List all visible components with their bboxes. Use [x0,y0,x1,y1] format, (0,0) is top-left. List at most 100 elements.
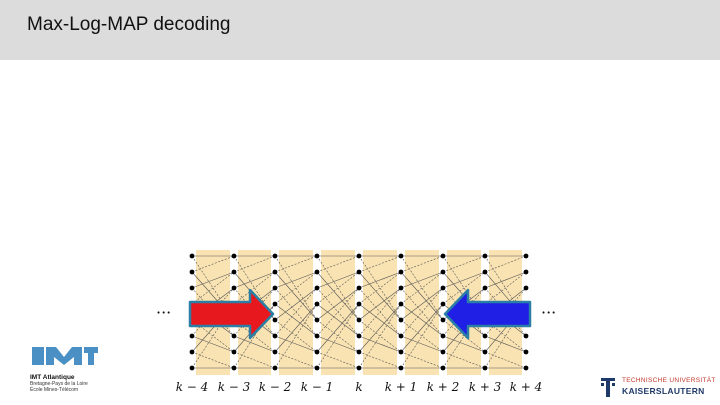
stage-label: k [355,380,362,394]
trellis-edge [400,303,444,353]
trellis-edge [442,351,486,369]
trellis-edge [274,303,318,369]
trellis-edge [274,271,318,305]
ellipsis-right: ··· [541,303,556,322]
trellis-node [356,253,362,259]
trellis-node [523,253,529,259]
trellis-edge [316,319,360,353]
trellis-node [398,301,404,307]
trellis-edge [191,255,235,273]
stage-label: k + 3 [469,380,502,394]
trellis-node [231,365,237,371]
trellis-node [440,349,446,355]
trellis-node [523,333,529,339]
trellis-node [314,349,320,355]
trellis-edge [400,271,444,289]
stage-label: k + 1 [385,380,418,394]
trellis-edge [358,271,402,289]
trellis-node [398,349,404,355]
trellis-band [405,250,439,375]
trellis-edge [316,351,360,369]
trellis-node [272,253,278,259]
trellis-node [231,285,237,291]
trellis-edge [358,351,402,369]
trellis-node [398,285,404,291]
trellis-edge [316,303,360,369]
trellis-band [279,250,313,375]
imt-atlantique-logo: IMT Atlantique Bretagne-Pays de la Loire… [30,345,110,400]
tu-kaiserslautern-logo: TECHNISCHE UNIVERSITÄT KAISERSLAUTERN [598,374,718,400]
trellis-edge [316,303,360,337]
trellis-node [189,333,195,339]
backward-arrow [443,288,532,340]
trellis-node [440,317,446,323]
trellis-node [231,253,237,259]
trellis-node [314,365,320,371]
trellis-node [272,349,278,355]
trellis-edge [400,287,444,321]
trellis-node [356,317,362,323]
trellis-edge [484,271,527,289]
imt-brand-text: IMT Atlantique [30,374,75,381]
trellis-edge [191,351,235,369]
trellis-edge [358,319,402,353]
trellis-edge [191,271,235,305]
trellis-node [398,269,404,275]
trellis-edge [358,303,402,353]
trellis-node [440,253,446,259]
trellis-edge [316,271,360,305]
trellis-node [356,349,362,355]
trellis-node [398,253,404,259]
trellis-edge [316,335,360,353]
trellis-node [272,365,278,371]
trellis-node [440,333,446,339]
trellis-edge [400,303,444,337]
trellis-edge [400,351,444,369]
trellis-edge [274,255,318,321]
trellis-edge [274,303,318,353]
trellis-node [314,317,320,323]
trellis-node [314,333,320,339]
trellis-edge [358,303,402,369]
trellis-edge [316,303,360,353]
trellis-edge [316,287,360,321]
trellis-edge [274,287,318,321]
trellis-band [363,250,397,375]
trellis-edge [191,271,235,289]
trellis-nodes [189,253,529,371]
trellis-edge [233,271,276,289]
trellis-edge [358,287,402,337]
stage-label: k − 3 [218,380,251,394]
trellis-edge [358,287,402,321]
stage-label: k − 1 [301,380,334,394]
tu-logo-mark [601,378,615,397]
trellis-edge [274,303,318,337]
trellis-edge [400,271,444,305]
trellis-edge [274,351,318,369]
trellis-node [482,365,488,371]
imt-logo-mark [32,347,98,365]
trellis-edge [442,319,486,353]
trellis-node [272,333,278,339]
trellis-edge [400,303,444,369]
stage-label: k − 2 [259,380,292,394]
trellis-edge [274,271,318,289]
trellis-edge [442,335,486,353]
trellis-node [523,285,529,291]
trellis-node [398,333,404,339]
trellis-node [272,269,278,275]
trellis-node [482,333,488,339]
trellis-node [523,349,529,355]
tu-line-1: TECHNISCHE UNIVERSITÄT [622,377,716,384]
trellis-node [231,349,237,355]
trellis-edge [400,335,444,353]
trellis-node [440,269,446,275]
trellis-edge [316,255,360,273]
trellis-node [440,285,446,291]
trellis-edge [484,335,527,353]
trellis-node [272,317,278,323]
trellis-edge [191,335,235,353]
direction-arrows [188,288,532,340]
trellis-node [356,365,362,371]
